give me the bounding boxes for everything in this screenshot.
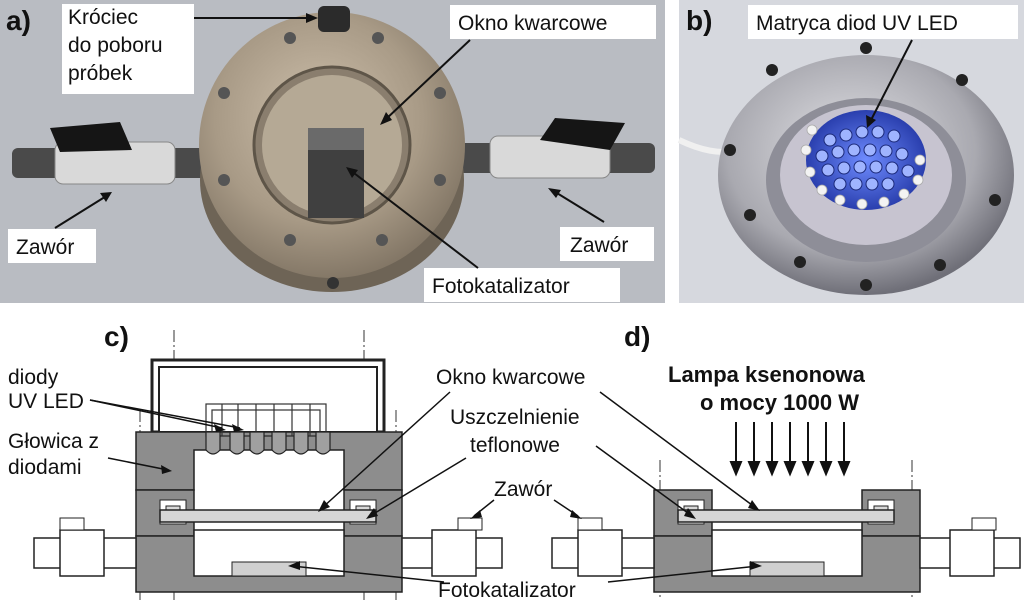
teflon-seal-label-2: teflonowe [470,434,560,457]
panel-label-c: c) [104,321,129,352]
uv-led-row [205,431,331,455]
quartz-window-c [159,509,377,523]
valve-d-left [577,529,623,577]
quartz-window-label-a: Okno kwarcowe [458,12,607,35]
led-array [815,125,915,191]
right-valve-handle [540,118,625,150]
valve-left-label-bg [8,229,96,263]
uv-led-label-2: UV LED [8,390,84,413]
photo-a [0,0,665,303]
panel-label-d: d) [624,321,650,352]
teflon-seal-label-1: Uszczelnienie [450,406,580,429]
photocatalyst-d [749,561,825,577]
photo-b [677,0,1024,303]
valve-c-right [431,529,477,577]
lamp-label-2: o mocy 1000 W [700,390,859,415]
sampling-port-label-2: do poboru [68,34,163,57]
sampling-port-label-3: próbek [68,62,133,85]
led-head-block [135,431,403,491]
valve-right-label-bg [560,227,654,261]
lamp-label-1: Lampa ksenonowa [668,362,866,387]
quartz-window-label-cd: Okno kwarcowe [436,366,585,389]
valve-c-left [59,529,105,577]
diagram-d: d) Lampa ksenonowa o mocy 1000 W [551,321,1021,600]
head-label-2: diodami [8,456,82,479]
head-label-1: Głowica z [8,430,99,453]
sampling-port-label-bg [62,4,194,94]
valve-right-label: Zawór [570,234,628,257]
diagram-c: c) [8,321,503,600]
left-valve-handle [50,122,132,152]
quartz-window-d [677,509,895,523]
valve-d-right [949,529,995,577]
led-matrix-label-bg [748,5,1018,39]
photocatalyst-c [231,561,307,577]
photocatalyst-label-cd: Fotokatalizator [438,579,576,601]
panel-label-a: a) [6,5,31,36]
led-matrix-label: Matryca diod UV LED [756,12,958,35]
quartz-label-bg-a [450,5,656,39]
sampling-port-label-1: Króciec [68,6,138,29]
light-arrows [729,422,851,477]
photocatalyst-label-a: Fotokatalizator [432,275,570,298]
photocatalyst-label-bg-a [424,268,620,302]
panel-label-b: b) [686,5,712,36]
sampling-port [318,6,350,32]
valve-left-label: Zawór [16,236,74,259]
valve-label-cd: Zawór [494,478,552,501]
uv-led-label-1: diody [8,366,59,389]
